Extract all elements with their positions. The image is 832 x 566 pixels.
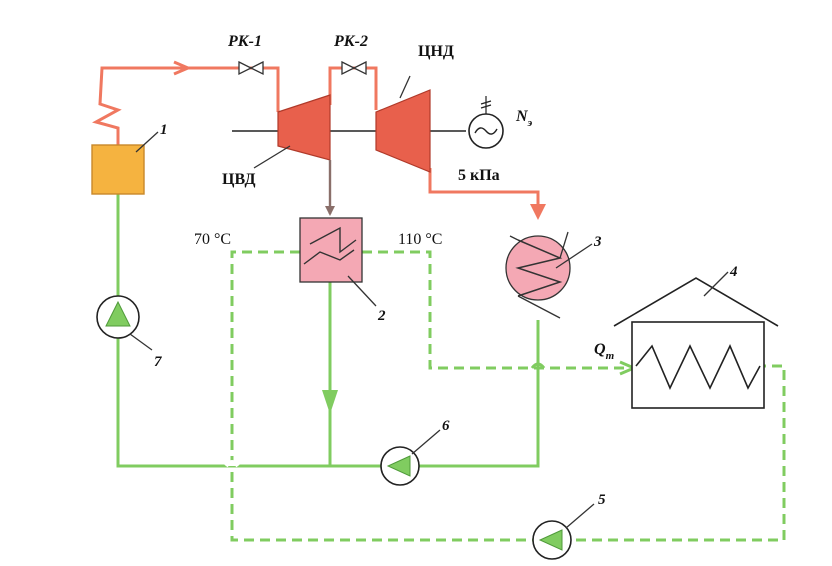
label-2: 2	[377, 308, 386, 324]
feed-pump-7	[96, 295, 140, 339]
valve-rk2	[341, 60, 367, 76]
heat-load-sub: т	[606, 350, 615, 362]
return-line	[230, 250, 540, 542]
leader-7	[129, 333, 153, 351]
return-line-right	[560, 364, 786, 542]
valve-rk1	[238, 60, 264, 76]
feed-line-bottom	[116, 338, 382, 468]
label-6: 6	[442, 418, 450, 434]
leader-2	[347, 275, 377, 307]
exhaust-line	[428, 168, 540, 212]
label-4: 4	[729, 264, 738, 280]
extraction-arrow	[325, 206, 335, 216]
label-lp-turbine: ЦНД	[418, 43, 454, 60]
label-condenser-pressure: 5 кПа	[458, 167, 500, 184]
hp-turbine	[277, 94, 331, 161]
steam-main-line	[92, 66, 280, 145]
steam-flow-arrow	[173, 60, 192, 76]
label-supply-temp: 110 °C	[398, 231, 442, 248]
condenser	[505, 231, 571, 319]
network-pump-5	[532, 520, 572, 560]
generator-power-letter: N	[515, 108, 529, 125]
leader-3	[555, 243, 593, 269]
generator-power-sub: э	[527, 117, 533, 129]
drain-arrow	[322, 390, 338, 414]
network-heater	[299, 217, 363, 283]
label-5: 5	[598, 492, 606, 508]
condensate-line	[418, 320, 540, 468]
leader-6	[411, 429, 441, 455]
label-hp-turbine: ЦВД	[222, 171, 256, 188]
leader-1	[135, 131, 159, 153]
label-generator-power: Nэ	[515, 108, 533, 129]
crossover-mask	[224, 460, 240, 468]
condensate-pump-6	[380, 446, 420, 486]
leader-lp	[399, 75, 411, 99]
label-1: 1	[160, 122, 168, 138]
water-lines	[116, 194, 540, 468]
label-heat-load: Qт	[594, 341, 615, 362]
supply-line	[362, 250, 628, 370]
steam-crossover-line	[328, 66, 378, 110]
leader-hp	[253, 145, 291, 169]
heat-consumer-building	[613, 277, 779, 409]
label-7: 7	[154, 354, 162, 370]
leader-4	[703, 271, 729, 297]
label-3: 3	[593, 234, 602, 250]
lp-turbine	[375, 89, 431, 173]
label-rk2: РК-2	[333, 33, 368, 50]
label-return-temp: 70 °C	[194, 231, 231, 248]
exhaust-arrow	[530, 204, 546, 220]
boiler	[91, 144, 145, 195]
crossover-bump	[530, 362, 546, 369]
label-rk1: РК-1	[227, 33, 262, 50]
heat-load-letter: Q	[594, 341, 606, 358]
generator	[468, 96, 504, 149]
leader-5	[565, 503, 595, 529]
